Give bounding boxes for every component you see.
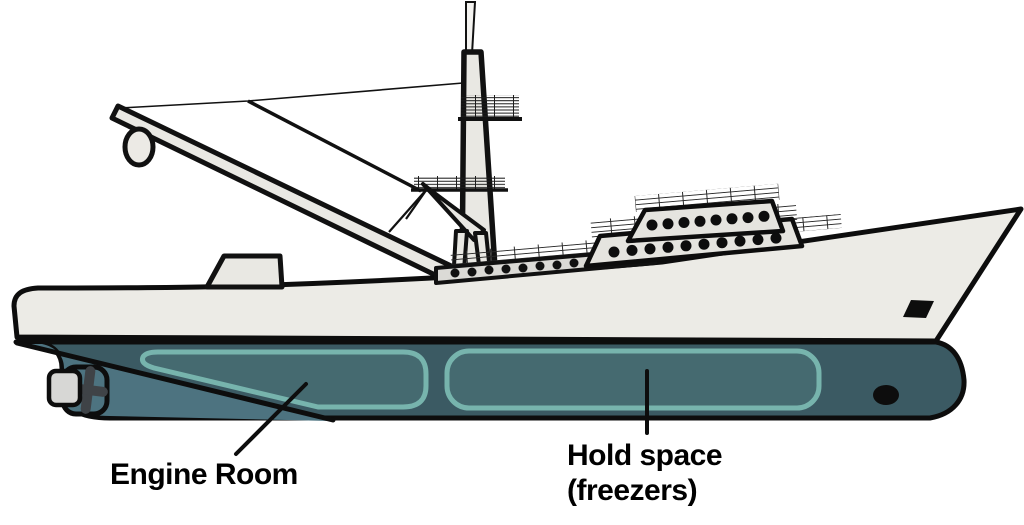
porthole	[552, 260, 562, 270]
porthole	[450, 268, 460, 278]
porthole	[535, 261, 545, 271]
porthole	[716, 237, 728, 249]
bow-hawse-mark	[903, 300, 934, 318]
porthole	[742, 212, 754, 224]
bow-thruster-mark	[873, 385, 899, 405]
derrick-boom	[109, 103, 473, 292]
porthole	[569, 258, 579, 268]
mast-stay-cable	[119, 82, 464, 109]
hold-space-label-line2: (freezers)	[567, 474, 698, 507]
porthole	[501, 264, 511, 274]
engine-room-compartment	[140, 349, 429, 410]
hold-space-compartment	[444, 348, 822, 411]
topping-lift-cable	[247, 99, 422, 193]
rudder-block	[46, 368, 83, 408]
upper-tier-portholes	[646, 210, 770, 231]
lower-tier-railing-stub	[792, 213, 842, 232]
porthole	[698, 238, 710, 250]
gallows-stay-short	[405, 188, 428, 220]
boom-float-ball	[122, 126, 156, 168]
porthole	[710, 214, 722, 226]
porthole	[644, 243, 656, 255]
upper-tier-railing	[634, 183, 780, 212]
porthole	[626, 244, 638, 256]
engine-room-label: Engine Room	[110, 458, 298, 491]
gallows-arm	[421, 182, 486, 242]
topmast-pole	[465, 0, 477, 55]
porthole	[726, 213, 738, 225]
lower-tier-portholes	[608, 232, 782, 258]
porthole	[734, 235, 746, 247]
porthole	[646, 219, 658, 231]
mast-upper-platform	[461, 95, 519, 118]
mast-lower-platform	[414, 176, 505, 189]
hold-space-label-line1: Hold space	[567, 439, 723, 472]
porthole	[770, 232, 782, 244]
porthole	[678, 217, 690, 228]
porthole	[680, 240, 692, 252]
porthole	[518, 263, 528, 273]
porthole	[662, 241, 674, 253]
engine-room-leader-line	[234, 382, 308, 456]
porthole	[662, 218, 674, 230]
porthole	[467, 267, 477, 277]
porthole	[694, 215, 706, 227]
porthole	[758, 210, 770, 222]
porthole	[608, 246, 620, 258]
hold-space-label: Hold space (freezers)	[567, 438, 723, 508]
superstructure-upper-tier	[625, 198, 786, 244]
porthole	[484, 265, 494, 275]
funnel	[204, 253, 285, 290]
porthole	[752, 234, 764, 246]
